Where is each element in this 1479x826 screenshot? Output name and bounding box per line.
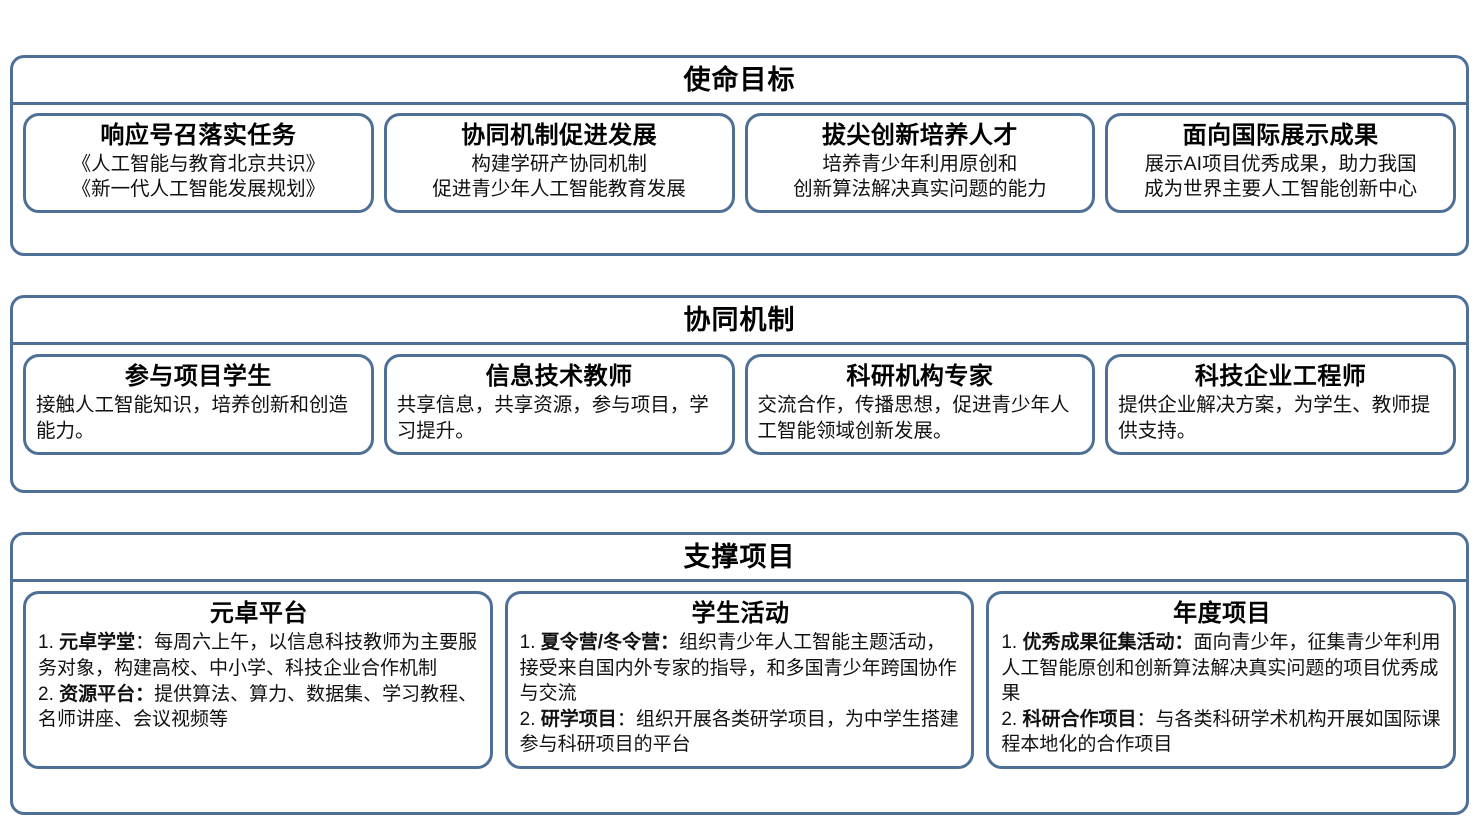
card[interactable]: 面向国际展示成果展示AI项目优秀成果，助力我国成为世界主要人工智能创新中心 <box>1105 113 1456 214</box>
card-text-run: 2. <box>38 683 60 705</box>
card[interactable]: 协同机制促进发展构建学研产协同机制促进青少年人工智能教育发展 <box>383 113 735 214</box>
card-text-line: 成为世界主要人工智能创新中心 <box>1117 177 1444 202</box>
card-title: 科研机构专家 <box>846 363 994 390</box>
card-text-line: 《新一代人工智能发展规划》 <box>35 177 362 202</box>
section-title-mechanism: 协同机制 <box>13 298 1466 345</box>
card-text-line: 2. 研学项目：组织开展各类研学项目，为中学生搭建参与科研项目的平台 <box>520 707 962 758</box>
card-body: 展示AI项目优秀成果，助力我国成为世界主要人工智能创新中心 <box>1117 152 1444 202</box>
card-body: 《人工智能与教育北京共识》《新一代人工智能发展规划》 <box>35 152 362 202</box>
card-text-line: 接触人工智能知识，培养创新和创造能力。 <box>36 393 361 444</box>
card[interactable]: 科研机构专家交流合作，传播思想，促进青少年人工智能领域创新发展。 <box>744 354 1096 455</box>
card-text-run: 促进青少年人工智能教育发展 <box>432 178 686 201</box>
card[interactable]: 元卓平台 1. 元卓学堂：每周六上午，以信息科技教师为主要服务对象，构建高校、中小… <box>23 591 493 769</box>
card-text-line: 1. 优秀成果征集活动：面向青少年，征集青少年利用人工智能原创和创新算法解决真实… <box>1001 630 1443 706</box>
card-text-run: 1. <box>519 632 541 654</box>
card-text-emphasis: 夏令营/冬令营： <box>540 632 680 654</box>
card-text-run: 《人工智能与教育北京共识》 <box>71 153 326 176</box>
card-text-run: 《新一代人工智能发展规划》 <box>71 178 326 201</box>
section-title-projects: 支撑项目 <box>13 535 1466 582</box>
card-text-line: 2. 资源平台：提供算法、算力、数据集、学习教程、名师讲座、会议视频等 <box>38 682 480 733</box>
card-text-run: 组织青少年人工智能主题活动，接受来自国内外专家的指导，和多国青少年跨国协作与交流 <box>519 632 957 704</box>
card-body: 1. 元卓学堂：每周六上午，以信息科技教师为主要服务对象，构建高校、中小学、科技… <box>38 630 480 732</box>
card-text-run: 共享信息，共享资源，参与项目，学习提升。 <box>396 394 709 442</box>
card-text-line: 创新算法解决真实问题的能力 <box>757 177 1084 202</box>
card[interactable]: 参与项目学生接触人工智能知识，培养创新和创造能力。 <box>23 354 374 455</box>
card-text-run: 提供企业解决方案，为学生、教师提供支持。 <box>1118 394 1431 442</box>
card-text-run: 展示AI项目优秀成果，助力我国 <box>1144 153 1417 176</box>
card[interactable]: 科技企业工程师提供企业解决方案，为学生、教师提供支持。 <box>1105 354 1456 455</box>
section-cards-mechanism: 参与项目学生接触人工智能知识，培养创新和创造能力。信息技术教师共享信息，共享资源… <box>13 345 1466 465</box>
card-text-run: 创新算法解决真实问题的能力 <box>793 178 1047 201</box>
card-text-run: 2. <box>519 709 541 731</box>
card-text-line: 《人工智能与教育北京共识》 <box>35 152 362 177</box>
card-text-line: 交流合作，传播思想，促进青少年人工智能领域创新发展。 <box>758 393 1083 444</box>
card-body: 共享信息，共享资源，参与项目，学习提升。 <box>397 393 722 444</box>
section-cards-projects: 元卓平台 1. 元卓学堂：每周六上午，以信息科技教师为主要服务对象，构建高校、中小… <box>13 582 1466 779</box>
card[interactable]: 年度项目 1. 优秀成果征集活动：面向青少年，征集青少年利用人工智能原创和创新算法… <box>986 591 1457 769</box>
card-title: 科技企业工程师 <box>1194 363 1367 390</box>
card-text-line: 构建学研产协同机制 <box>396 152 723 177</box>
card-text-line: 展示AI项目优秀成果，助力我国 <box>1117 152 1444 177</box>
card-text-run: 成为世界主要人工智能创新中心 <box>1144 178 1418 201</box>
card-body: 交流合作，传播思想，促进青少年人工智能领域创新发展。 <box>758 393 1083 444</box>
section-mission: 使命目标响应号召落实任务《人工智能与教育北京共识》《新一代人工智能发展规划》协同… <box>10 55 1469 256</box>
section-projects: 支撑项目元卓平台 1. 元卓学堂：每周六上午，以信息科技教师为主要服务对象，构建高… <box>10 532 1469 815</box>
card-text-run: 1. <box>38 632 60 654</box>
card-title: 参与项目学生 <box>124 363 272 390</box>
card-text-run: ：组织开展各类研学项目，为中学生搭建参与科研项目的平台 <box>519 709 959 756</box>
card-text-line: 培养青少年利用原创和 <box>757 152 1084 177</box>
card-text-emphasis: 资源平台： <box>59 683 155 705</box>
card-title: 拔尖创新培养人才 <box>821 122 1018 149</box>
card-text-line: 1. 元卓学堂：每周六上午，以信息科技教师为主要服务对象，构建高校、中小学、科技… <box>38 630 480 681</box>
card-text-run: 2. <box>1001 709 1023 731</box>
card-text-run: 面向青少年，征集青少年利用人工智能原创和创新算法解决真实问题的项目优秀成果 <box>1001 632 1441 704</box>
card-title: 信息技术教师 <box>485 363 633 390</box>
card[interactable]: 信息技术教师共享信息，共享资源，参与项目，学习提升。 <box>383 354 735 455</box>
card-text-run: ：与各类科研学术机构开展如国际课程本地化的合作项目 <box>1001 709 1441 756</box>
card-text-line: 促进青少年人工智能教育发展 <box>396 177 723 202</box>
card-text-line: 2. 科研合作项目：与各类科研学术机构开展如国际课程本地化的合作项目 <box>1001 707 1443 758</box>
card-body: 1. 优秀成果征集活动：面向青少年，征集青少年利用人工智能原创和创新算法解决真实… <box>1001 630 1443 757</box>
card-text-line: 共享信息，共享资源，参与项目，学习提升。 <box>397 393 722 444</box>
card-title: 面向国际展示成果 <box>1182 122 1379 149</box>
section-mechanism: 协同机制参与项目学生接触人工智能知识，培养创新和创造能力。信息技术教师共享信息，… <box>10 295 1469 493</box>
card[interactable]: 拔尖创新培养人才培养青少年利用原创和创新算法解决真实问题的能力 <box>744 113 1096 214</box>
card-body: 提供企业解决方案，为学生、教师提供支持。 <box>1118 393 1443 444</box>
card-title: 学生活动 <box>691 600 790 627</box>
card-body: 接触人工智能知识，培养创新和创造能力。 <box>36 393 361 444</box>
card[interactable]: 响应号召落实任务《人工智能与教育北京共识》《新一代人工智能发展规划》 <box>23 113 374 214</box>
card-text-run: 交流合作，传播思想，促进青少年人工智能领域创新发展。 <box>757 394 1070 442</box>
card[interactable]: 学生活动 1. 夏令营/冬令营：组织青少年人工智能主题活动，接受来自国内外专家的指… <box>504 591 975 769</box>
card-text-emphasis: 研学项目 <box>540 709 617 731</box>
card-text-emphasis: 元卓学堂 <box>59 632 136 654</box>
card-text-run: 构建学研产协同机制 <box>471 153 647 176</box>
card-body: 培养青少年利用原创和创新算法解决真实问题的能力 <box>757 152 1084 202</box>
section-cards-mission: 响应号召落实任务《人工智能与教育北京共识》《新一代人工智能发展规划》协同机制促进… <box>13 105 1466 223</box>
card-text-emphasis: 科研合作项目 <box>1022 709 1137 731</box>
card-text-run: ：每周六上午，以信息科技教师为主要服务对象，构建高校、中小学、科技企业合作机制 <box>38 632 478 679</box>
card-title: 年度项目 <box>1173 600 1272 627</box>
card-text-run: 1. <box>1001 632 1023 654</box>
card-text-run: 提供算法、算力、数据集、学习教程、名师讲座、会议视频等 <box>38 683 478 731</box>
card-text-run: 培养青少年利用原创和 <box>822 153 1018 176</box>
card-title: 元卓平台 <box>209 600 308 627</box>
card-title: 协同机制促进发展 <box>461 122 658 149</box>
section-title-mission: 使命目标 <box>13 58 1466 105</box>
card-text-line: 1. 夏令营/冬令营：组织青少年人工智能主题活动，接受来自国内外专家的指导，和多… <box>520 630 962 706</box>
card-text-run: 接触人工智能知识，培养创新和创造能力。 <box>36 394 349 442</box>
card-text-emphasis: 优秀成果征集活动： <box>1022 632 1194 654</box>
card-text-line: 提供企业解决方案，为学生、教师提供支持。 <box>1118 393 1443 444</box>
card-body: 1. 夏令营/冬令营：组织青少年人工智能主题活动，接受来自国内外专家的指导，和多… <box>520 630 962 757</box>
card-title: 响应号召落实任务 <box>100 122 297 149</box>
card-body: 构建学研产协同机制促进青少年人工智能教育发展 <box>396 152 723 202</box>
